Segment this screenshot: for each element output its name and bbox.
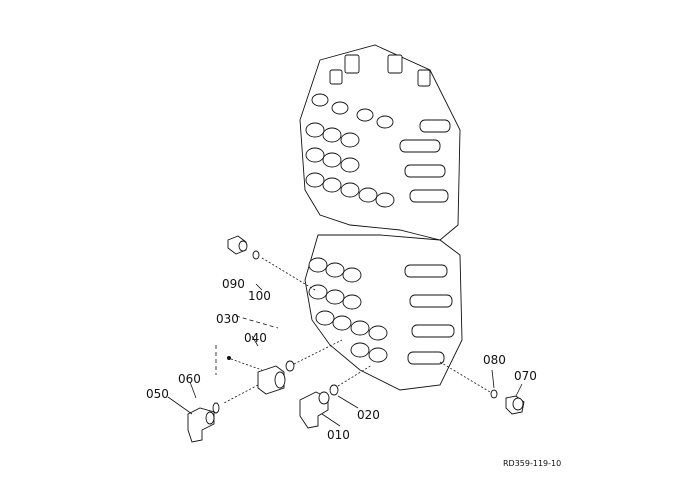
- control-valve-assembly: [299, 44, 463, 391]
- label-part-080: 080: [483, 353, 506, 367]
- part-100-o-ring: [252, 250, 260, 260]
- part-070-plug: [505, 395, 525, 415]
- top-fittings: [329, 54, 431, 87]
- label-part-070: 070: [514, 369, 537, 383]
- part-040-o-ring: [285, 360, 295, 372]
- label-part-060: 060: [178, 372, 201, 386]
- label-part-090: 090: [222, 277, 245, 291]
- part-080-o-ring: [490, 389, 498, 399]
- part-030-bracket: [215, 315, 279, 375]
- leader-lines: [167, 283, 523, 427]
- label-part-040: 040: [244, 331, 267, 345]
- label-part-020: 020: [357, 408, 380, 422]
- upper-spool-sections: [305, 93, 451, 208]
- label-part-050: 050: [146, 387, 169, 401]
- part-060-adapter: [257, 365, 286, 395]
- label-part-010: 010: [327, 428, 350, 442]
- lower-spool-sections: [308, 257, 455, 365]
- label-part-030: 030: [216, 312, 239, 326]
- part-090-fitting: [227, 235, 248, 255]
- label-part-100: 100: [248, 289, 271, 303]
- part-050-o-ring: [212, 402, 220, 414]
- part-010-elbow: [299, 391, 330, 429]
- part-020-o-ring: [329, 384, 339, 396]
- reference-code: RD359-119-10: [503, 459, 561, 468]
- part-050-elbow-fitting: [187, 407, 215, 443]
